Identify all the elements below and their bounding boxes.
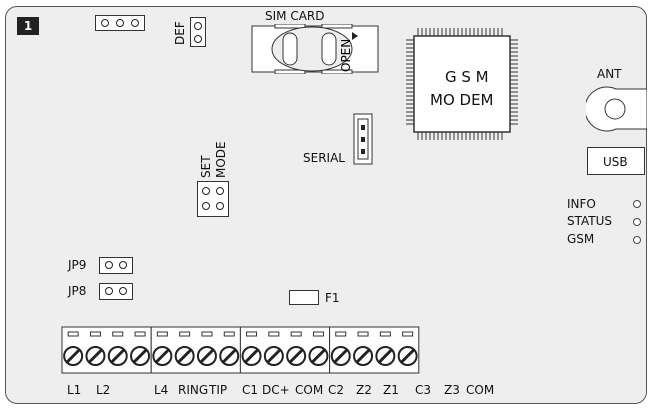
sim-card-holder: OPEN (251, 24, 379, 74)
gsm-modem-chip (406, 28, 518, 140)
gsm-led (633, 236, 641, 244)
terminal-label: TIP (209, 383, 228, 397)
led-label-gsm: GSM (567, 232, 595, 246)
mode-label: MODE (214, 141, 228, 178)
ant-label: ANT (597, 67, 622, 81)
info-led (633, 200, 641, 208)
open-label: OPEN (339, 39, 353, 72)
set-mode-jumper (197, 181, 229, 217)
def-jumper (190, 17, 206, 47)
usb-port: USB (587, 147, 645, 175)
terminal-label: Z3 (444, 383, 460, 397)
terminal-label: L4 (154, 383, 169, 397)
def-label: DEF (173, 21, 187, 45)
serial-connector (353, 113, 373, 165)
gsm-modem-label-line1: G S M (445, 68, 489, 86)
terminal-label: RING (178, 383, 209, 397)
led-label-info: INFO (567, 197, 596, 211)
usb-label: USB (603, 155, 628, 169)
terminal-label: Z1 (383, 383, 399, 397)
jp8-label: JP8 (68, 284, 87, 298)
terminal-label: COM (466, 383, 495, 397)
terminal-label: COM (295, 383, 324, 397)
figure-number-badge: 1 (17, 17, 39, 35)
three-pin-header (95, 15, 145, 31)
terminal-block (61, 326, 420, 374)
terminal-label: L1 (67, 383, 82, 397)
jp9-jumper (99, 257, 133, 274)
f1-label: F1 (325, 291, 340, 305)
terminal-label: C1 (242, 383, 259, 397)
jp9-label: JP9 (68, 258, 87, 272)
serial-label: SERIAL (303, 151, 345, 165)
jp8-jumper (99, 283, 133, 300)
set-label: SET (199, 155, 213, 178)
gsm-modem-label-line2: MO DEM (430, 91, 494, 109)
fuse-f1 (289, 290, 319, 305)
status-led (633, 218, 641, 226)
antenna-connector (586, 86, 647, 132)
terminal-label: C2 (328, 383, 345, 397)
terminal-label: Z2 (356, 383, 372, 397)
terminal-label: DC+ (262, 383, 290, 397)
sim-card-label: SIM CARD (265, 9, 325, 23)
led-label-status: STATUS (567, 214, 613, 228)
terminal-label: L2 (96, 383, 111, 397)
terminal-label: C3 (415, 383, 432, 397)
